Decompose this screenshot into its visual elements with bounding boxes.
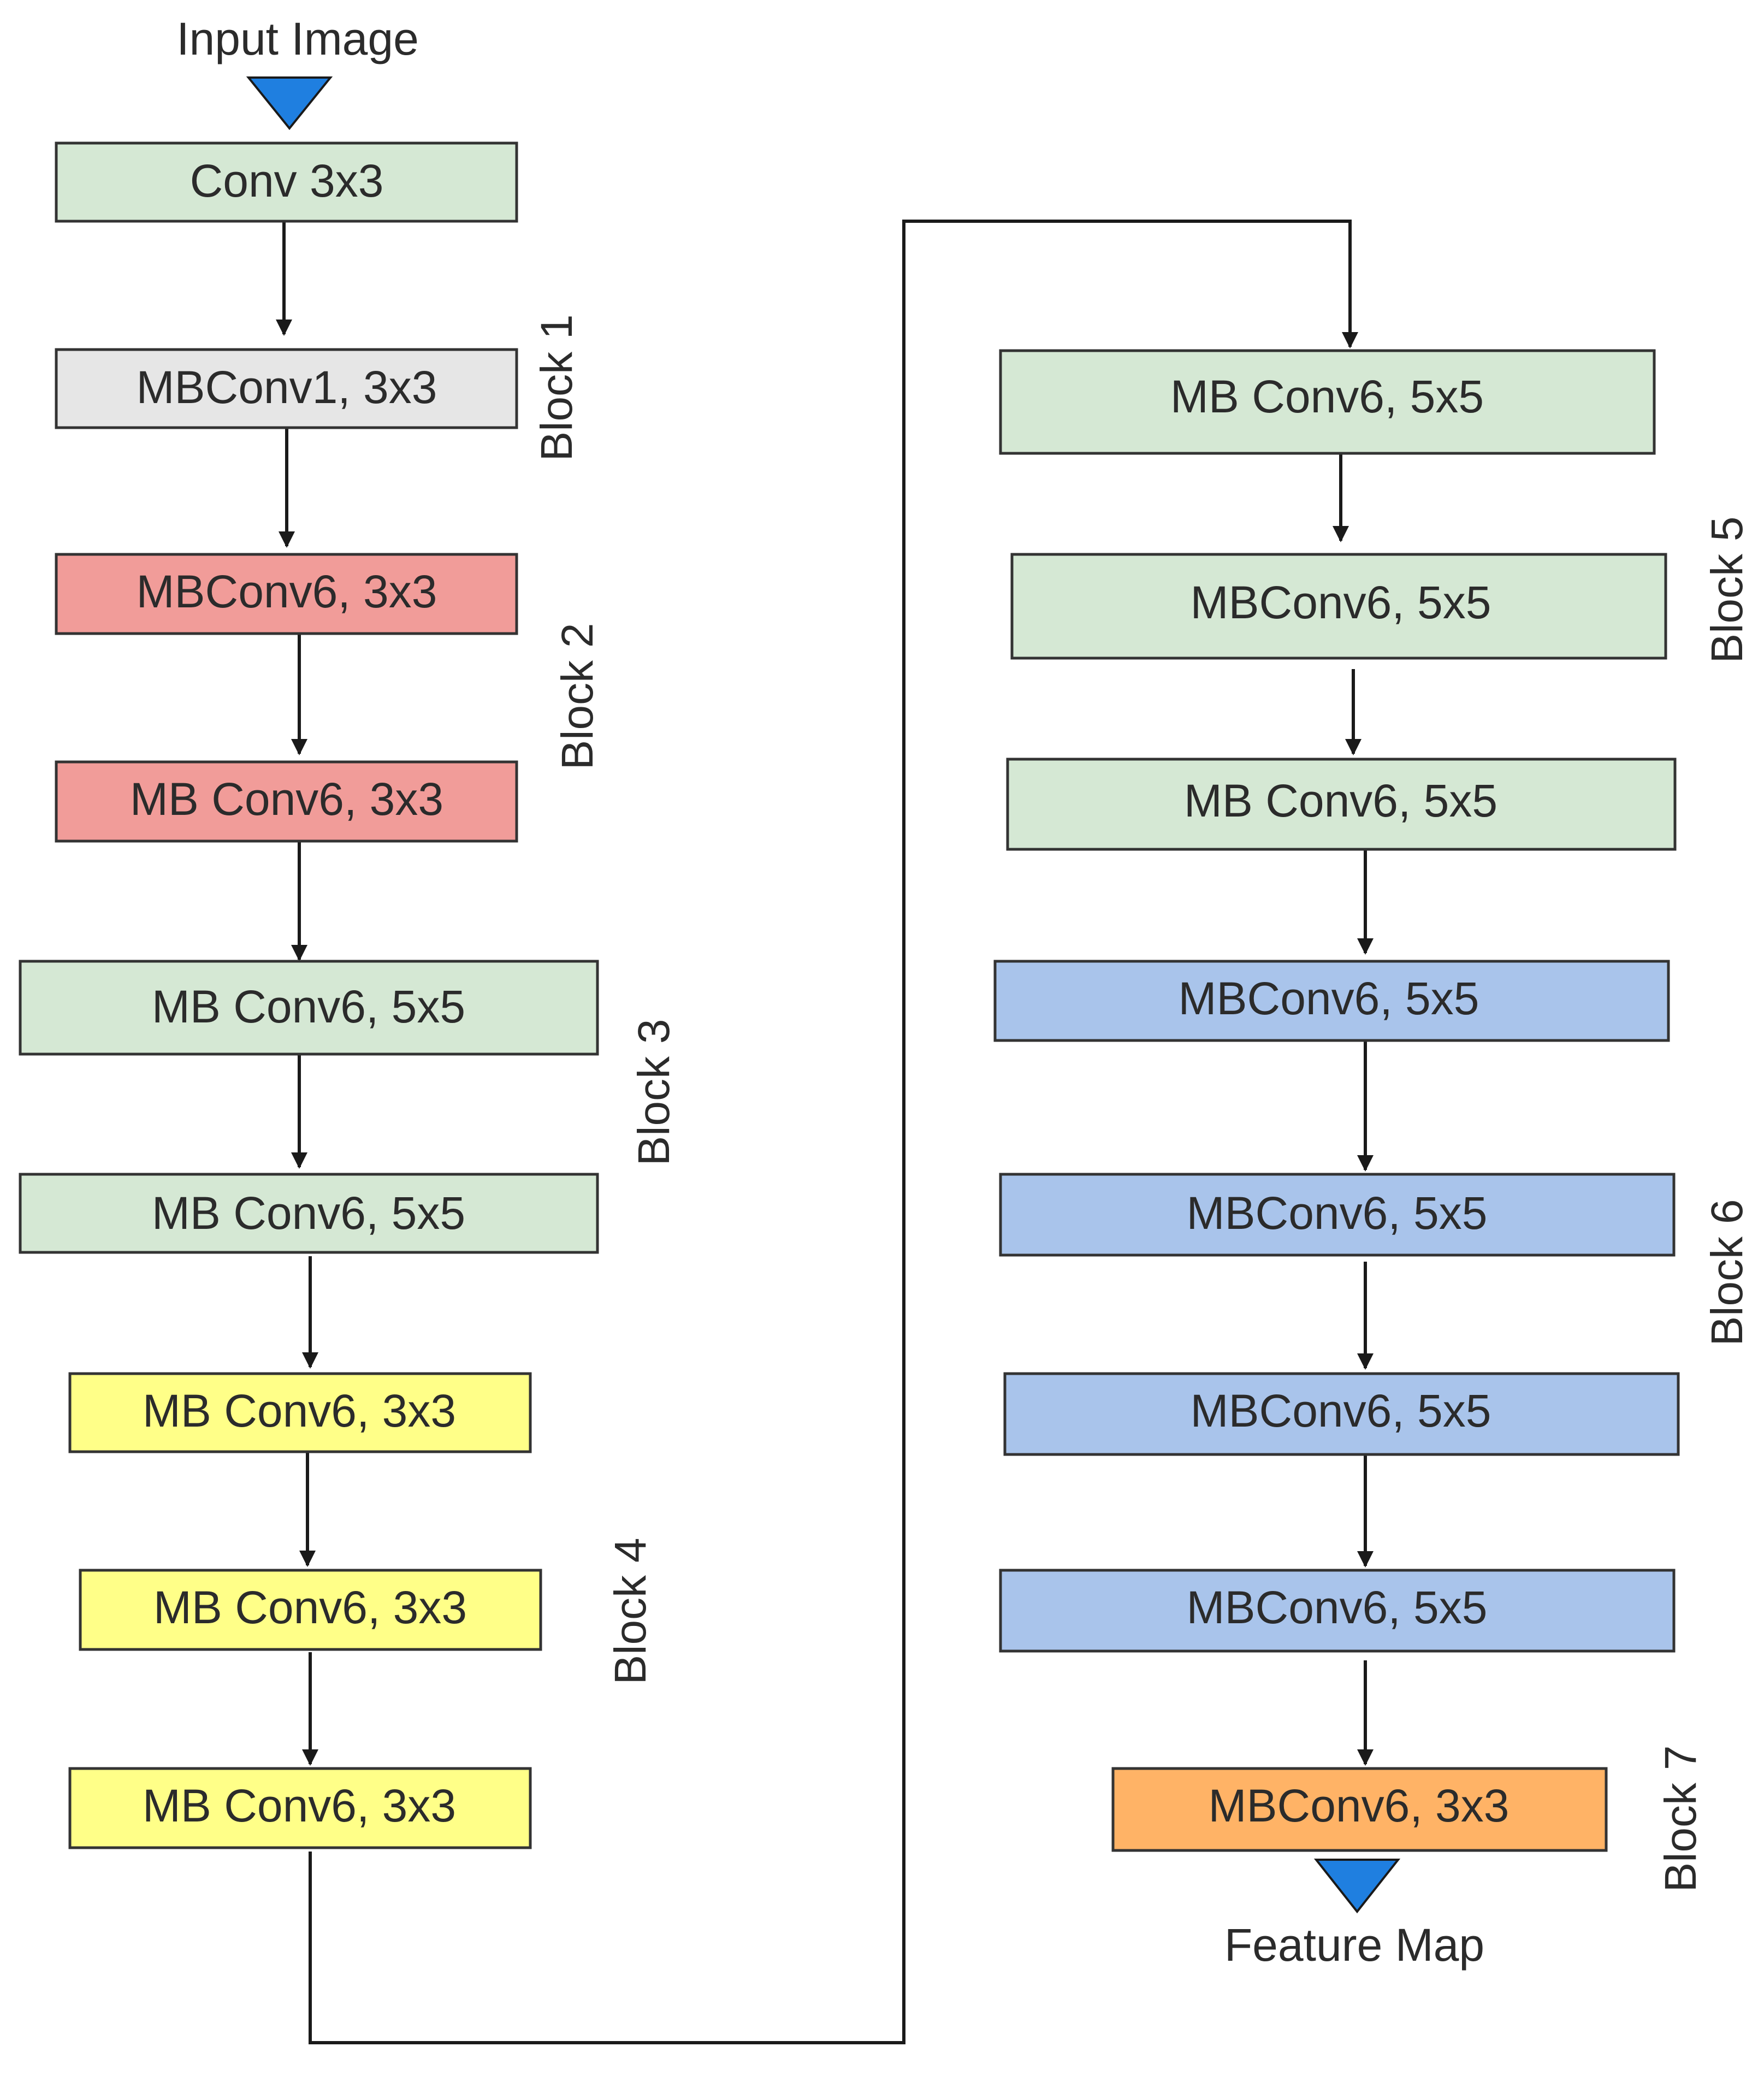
node: MBConv6, 3x3 xyxy=(55,553,518,635)
node-label: MB Conv6, 5x5 xyxy=(1170,371,1484,422)
output-label: Feature Map xyxy=(1224,1919,1484,1971)
node: MB Conv6, 5x5 xyxy=(1006,758,1677,851)
node-label: MBConv6, 5x5 xyxy=(1187,1187,1488,1239)
node: MB Conv6, 5x5 xyxy=(19,960,599,1056)
node-label: MBConv6, 3x3 xyxy=(1209,1780,1510,1831)
node-label: MB Conv6, 3x3 xyxy=(130,773,443,825)
node: MBConv6, 5x5 xyxy=(1010,553,1667,660)
node-label: MBConv6, 5x5 xyxy=(1191,1385,1491,1436)
input-label: Input Image xyxy=(176,13,419,64)
node: MBConv1, 3x3 xyxy=(55,348,518,429)
node-label: MBConv6, 5x5 xyxy=(1187,1582,1488,1633)
block-label: Block 2 xyxy=(553,623,602,770)
node-box xyxy=(19,1173,599,1254)
node-box xyxy=(1003,1372,1680,1456)
node: MBConv6, 5x5 xyxy=(999,1173,1676,1257)
cross-column-connector xyxy=(309,220,1358,2044)
node-box xyxy=(1111,1767,1608,1852)
node-box xyxy=(55,348,518,429)
node-box xyxy=(999,1173,1676,1257)
block-label: Block 1 xyxy=(532,315,582,462)
node-box xyxy=(993,960,1670,1042)
connectors xyxy=(276,220,1374,2044)
node-box xyxy=(68,1767,532,1849)
input-triangle-icon xyxy=(246,76,333,131)
node: MBConv6, 5x5 xyxy=(1003,1372,1680,1456)
node: MBConv6, 5x5 xyxy=(999,1569,1676,1653)
node: MBConv6, 3x3 xyxy=(1111,1767,1608,1852)
node: MB Conv6, 3x3 xyxy=(55,760,518,843)
node: Conv 3x3 xyxy=(55,141,518,223)
node-box xyxy=(999,1569,1676,1653)
output-triangle-icon xyxy=(1313,1859,1401,1914)
node: MB Conv6, 5x5 xyxy=(19,1173,599,1254)
block-label: Block 6 xyxy=(1702,1199,1752,1346)
node-box xyxy=(55,760,518,843)
node-box xyxy=(1010,553,1667,660)
node-box xyxy=(55,141,518,223)
block-label: Block 4 xyxy=(606,1538,655,1685)
node-label: MB Conv6, 5x5 xyxy=(152,981,465,1032)
block-label: Block 3 xyxy=(629,1019,679,1166)
node-label: MB Conv6, 3x3 xyxy=(143,1385,456,1436)
node: MB Conv6, 3x3 xyxy=(68,1767,532,1849)
block-label: Block 5 xyxy=(1702,517,1752,664)
node-label: MBConv6, 3x3 xyxy=(137,566,437,617)
node-box xyxy=(19,960,599,1056)
block-label: Block 7 xyxy=(1656,1746,1706,1892)
node-box xyxy=(999,349,1656,455)
node-label: MBConv6, 5x5 xyxy=(1179,973,1479,1024)
node: MB Conv6, 5x5 xyxy=(999,349,1656,455)
node-label: Conv 3x3 xyxy=(190,155,384,206)
node-label: MBConv1, 3x3 xyxy=(137,362,437,413)
node-label: MB Conv6, 5x5 xyxy=(1184,775,1497,826)
node-box xyxy=(79,1569,542,1651)
node: MBConv6, 5x5 xyxy=(993,960,1670,1042)
node-label: MB Conv6, 3x3 xyxy=(153,1582,467,1633)
node: MB Conv6, 3x3 xyxy=(79,1569,542,1651)
node-box xyxy=(1006,758,1677,851)
node-box xyxy=(55,553,518,635)
node-label: MBConv6, 5x5 xyxy=(1191,577,1491,628)
node-box xyxy=(68,1372,532,1453)
node-label: MB Conv6, 3x3 xyxy=(143,1780,456,1831)
node-label: MB Conv6, 5x5 xyxy=(152,1187,465,1239)
node: MB Conv6, 3x3 xyxy=(68,1372,532,1453)
